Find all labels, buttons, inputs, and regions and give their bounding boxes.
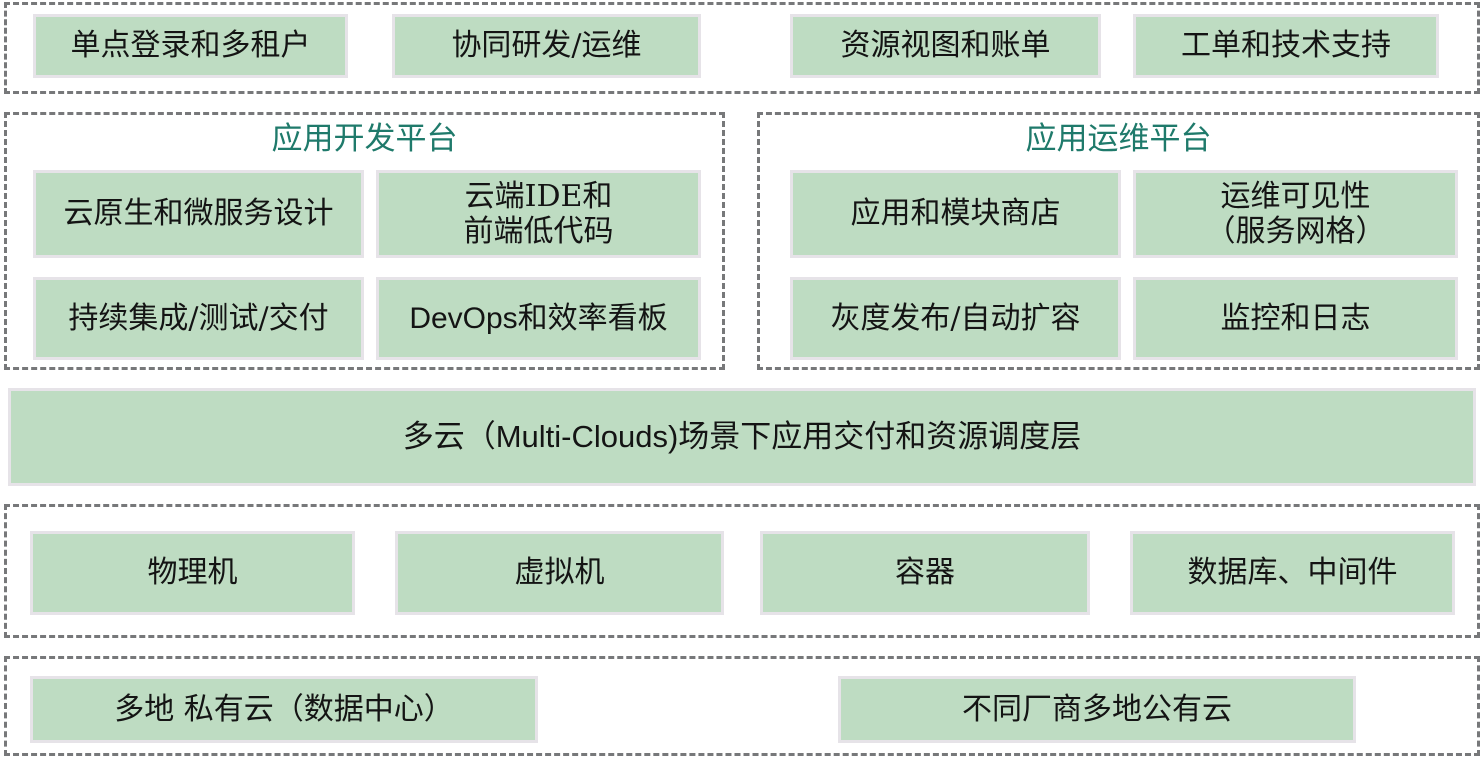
tile-virtual-machine[interactable]: 虚拟机 bbox=[395, 531, 724, 615]
tile-database-middleware[interactable]: 数据库、中间件 bbox=[1130, 531, 1455, 615]
tile-ci-test-delivery[interactable]: 持续集成/测试/交付 bbox=[33, 277, 364, 360]
tile-cloud-native-microservice[interactable]: 云原生和微服务设计 bbox=[33, 170, 364, 258]
tile-container[interactable]: 容器 bbox=[760, 531, 1090, 615]
tile-devops-efficiency-board[interactable]: DevOps和效率看板 bbox=[376, 277, 701, 360]
tile-public-cloud-vendors[interactable]: 不同厂商多地公有云 bbox=[838, 676, 1356, 743]
dev-platform-title: 应用开发平台 bbox=[271, 121, 458, 157]
group-dev-platform bbox=[4, 112, 725, 370]
tile-physical-machine[interactable]: 物理机 bbox=[30, 531, 355, 615]
tile-app-module-store[interactable]: 应用和模块商店 bbox=[790, 170, 1121, 258]
tile-resource-view-billing[interactable]: 资源视图和账单 bbox=[790, 14, 1101, 78]
tile-ops-observability[interactable]: 运维可见性 （服务网格） bbox=[1133, 170, 1458, 258]
band-multicloud-delivery[interactable]: 多云（Multi-Clouds)场景下应用交付和资源调度层 bbox=[8, 388, 1476, 486]
tile-ticket-support[interactable]: 工单和技术支持 bbox=[1133, 14, 1439, 78]
group-infrastructure bbox=[4, 504, 1480, 638]
group-ops-platform bbox=[757, 112, 1480, 370]
group-cloud-locations bbox=[4, 656, 1480, 756]
ops-platform-title: 应用运维平台 bbox=[1025, 121, 1212, 157]
tile-cloud-ide-lowcode[interactable]: 云端IDE和 前端低代码 bbox=[376, 170, 701, 258]
tile-canary-autoscale[interactable]: 灰度发布/自动扩容 bbox=[790, 277, 1121, 360]
group-top-services bbox=[4, 2, 1480, 94]
tile-private-cloud-datacenter[interactable]: 多地 私有云（数据中心） bbox=[30, 676, 538, 743]
tile-monitoring-logging[interactable]: 监控和日志 bbox=[1133, 277, 1458, 360]
tile-single-sign-on[interactable]: 单点登录和多租户 bbox=[33, 14, 348, 78]
tile-collaborative-devops[interactable]: 协同研发/运维 bbox=[392, 14, 701, 78]
